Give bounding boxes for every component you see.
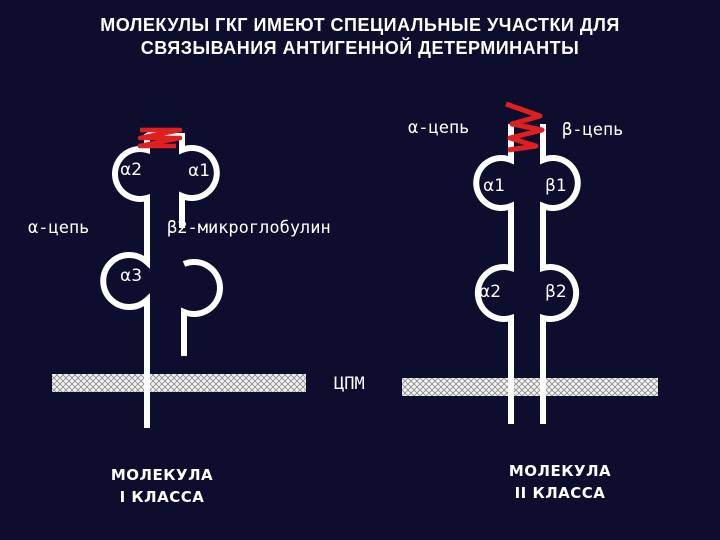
class1-domain-a2: α2 [120,160,143,180]
title-line-1: МОЛЕКУЛЫ ГКГ ИМЕЮТ СПЕЦИАЛЬНЫЕ УЧАСТКИ Д… [100,15,620,35]
class1-alpha-chain [100,129,220,428]
slide-title: МОЛЕКУЛЫ ГКГ ИМЕЮТ СПЕЦИАЛЬНЫЕ УЧАСТКИ Д… [0,14,720,60]
class2-domain-b2: β2 [545,282,567,302]
class2-domain-b1: β1 [545,176,567,196]
title-line-2: СВЯЗЫВАНИЯ АНТИГЕННОЙ ДЕТЕРМИНАНТЫ [140,38,580,58]
class1-peptide [137,127,183,149]
class1-chain-label: α-цепь [28,218,90,238]
class1-domain-a1: α1 [188,161,211,181]
class2-beta-chain-label: β-цепь [562,120,624,140]
class1-caption-line-1: МОЛЕКУЛА [110,466,214,484]
membrane-label: ЦПМ [334,374,365,394]
class2-caption: МОЛЕКУЛА II КЛАССА [480,460,640,504]
class2-alpha-chain-label: α-цепь [408,118,470,138]
membrane-right [402,378,658,396]
class2-peptide [505,101,545,153]
class2-domain-a1: α1 [483,176,506,196]
class1-caption: МОЛЕКУЛА I КЛАССА [82,464,242,508]
membrane-left [52,374,306,392]
class2-caption-line-1: МОЛЕКУЛА [508,462,612,480]
class1-domain-a3: α3 [120,266,143,286]
class1-beta2-microglobulin [181,259,223,356]
class2-domain-a2: α2 [479,282,502,302]
class1-caption-line-2: I КЛАССА [119,488,205,506]
class1-microglobulin-label: β2-микроглобулин [167,218,331,238]
class2-caption-line-2: II КЛАССА [514,484,606,502]
class2-alpha-chain [473,124,514,424]
class2-beta-chain [540,124,581,424]
